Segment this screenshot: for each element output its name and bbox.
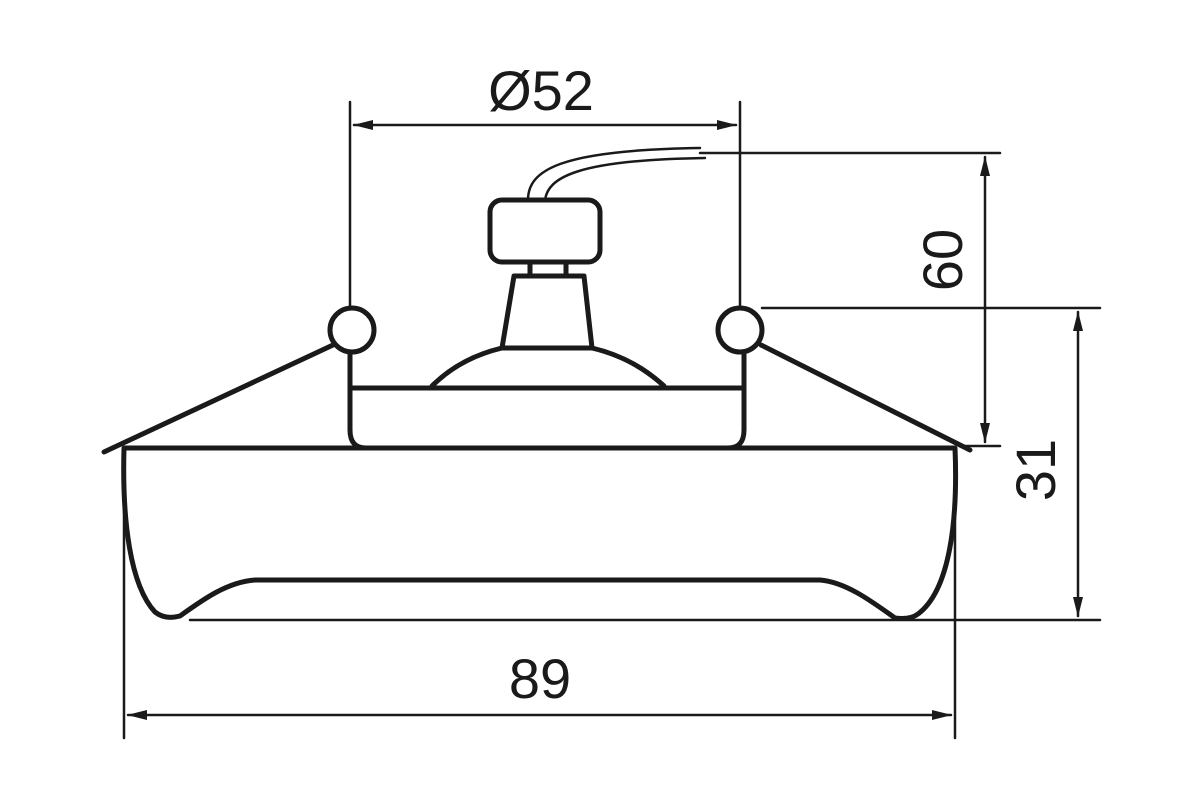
- dimension-lines: [122, 100, 1102, 740]
- wire-2: [543, 156, 707, 202]
- left-pivot-ball: [327, 305, 377, 355]
- socket-neck: [499, 273, 595, 351]
- height-total-label: 60: [911, 229, 974, 291]
- upper-housing: [347, 349, 747, 451]
- width-label: 89: [509, 647, 571, 710]
- right-spring-clip: [758, 342, 973, 453]
- right-pivot-ball: [715, 305, 765, 355]
- fixture-outline: [101, 146, 973, 621]
- left-spring-clip: [101, 342, 336, 455]
- height-body-label: 31: [1004, 439, 1067, 501]
- bowl-body: [121, 445, 959, 621]
- connector-block: [487, 197, 603, 265]
- socket-dome: [429, 345, 667, 389]
- diameter-label: Ø52: [488, 59, 594, 122]
- wire-1: [526, 146, 702, 202]
